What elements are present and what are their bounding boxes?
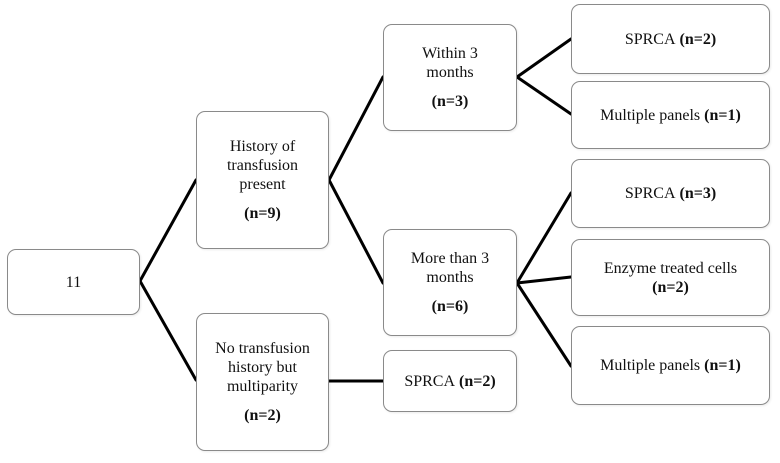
node-within-multiple-panels: Multiple panels (n=1) [571,81,770,149]
node-sprca-no-transfusion-label: SPRCA [404,372,456,390]
node-more-than-3-months: More than 3 months (n=6) [383,229,517,336]
connector-within3-to-panels [515,75,573,116]
node-within-sprca-label: SPRCA [624,30,676,48]
connector-more3-to-panels [515,281,573,368]
node-more-sprca-label: SPRCA [624,185,676,202]
node-more-multiple-panels: Multiple panels (n=1) [571,326,770,405]
node-within-sprca: SPRCA (n=2) [571,4,770,74]
node-sprca-no-transfusion-count: (n=2) [459,372,496,390]
node-within-multiple-panels-count: (n=1) [704,106,741,124]
node-transfusion-history: History of transfusion present (n=9) [196,111,329,249]
node-root-label: 11 [65,273,82,291]
node-within-multiple-panels-label: Multiple panels [600,106,701,124]
node-within-3-months-label: Within 3 months [422,45,478,81]
node-within-sprca-count: (n=2) [679,30,717,48]
node-more-multiple-panels-label: Multiple panels [600,357,701,374]
node-more-than-3-months-count: (n=6) [431,298,469,315]
node-within-3-months-count: (n=3) [431,93,469,110]
node-within-3-months: Within 3 months (n=3) [383,24,517,131]
node-more-than-3-months-label: More than 3 months [410,250,490,286]
connector-transfusion-to-within3 [327,75,385,182]
node-transfusion-history-label: History of transfusion present [226,138,299,193]
node-more-enzyme-treated-cells-count: (n=2) [652,278,689,296]
node-no-transfusion-multiparity-count: (n=2) [244,407,281,424]
node-more-sprca: SPRCA (n=3) [571,159,770,228]
connector-within3-to-sprca [515,37,573,79]
node-transfusion-history-count: (n=9) [244,205,281,222]
node-more-enzyme-treated-cells: Enzyme treated cells (n=2) [571,239,770,316]
node-no-transfusion-multiparity: No transfusion history but multiparity (… [196,313,329,451]
node-root: 11 [7,249,140,315]
connector-root-to-transfusion [138,178,198,283]
connector-transfusion-to-more3 [327,178,385,285]
connector-more3-to-sprca [515,191,573,285]
connector-more3-to-enzyme [515,275,573,285]
node-more-sprca-count: (n=3) [679,185,717,202]
node-no-transfusion-multiparity-label: No transfusion history but multiparity [215,340,310,395]
node-sprca-no-transfusion: SPRCA (n=2) [383,350,517,412]
connector-root-to-no-transfusion [138,279,198,382]
node-more-multiple-panels-count: (n=1) [704,357,741,374]
node-more-enzyme-treated-cells-label: Enzyme treated cells [603,259,738,277]
